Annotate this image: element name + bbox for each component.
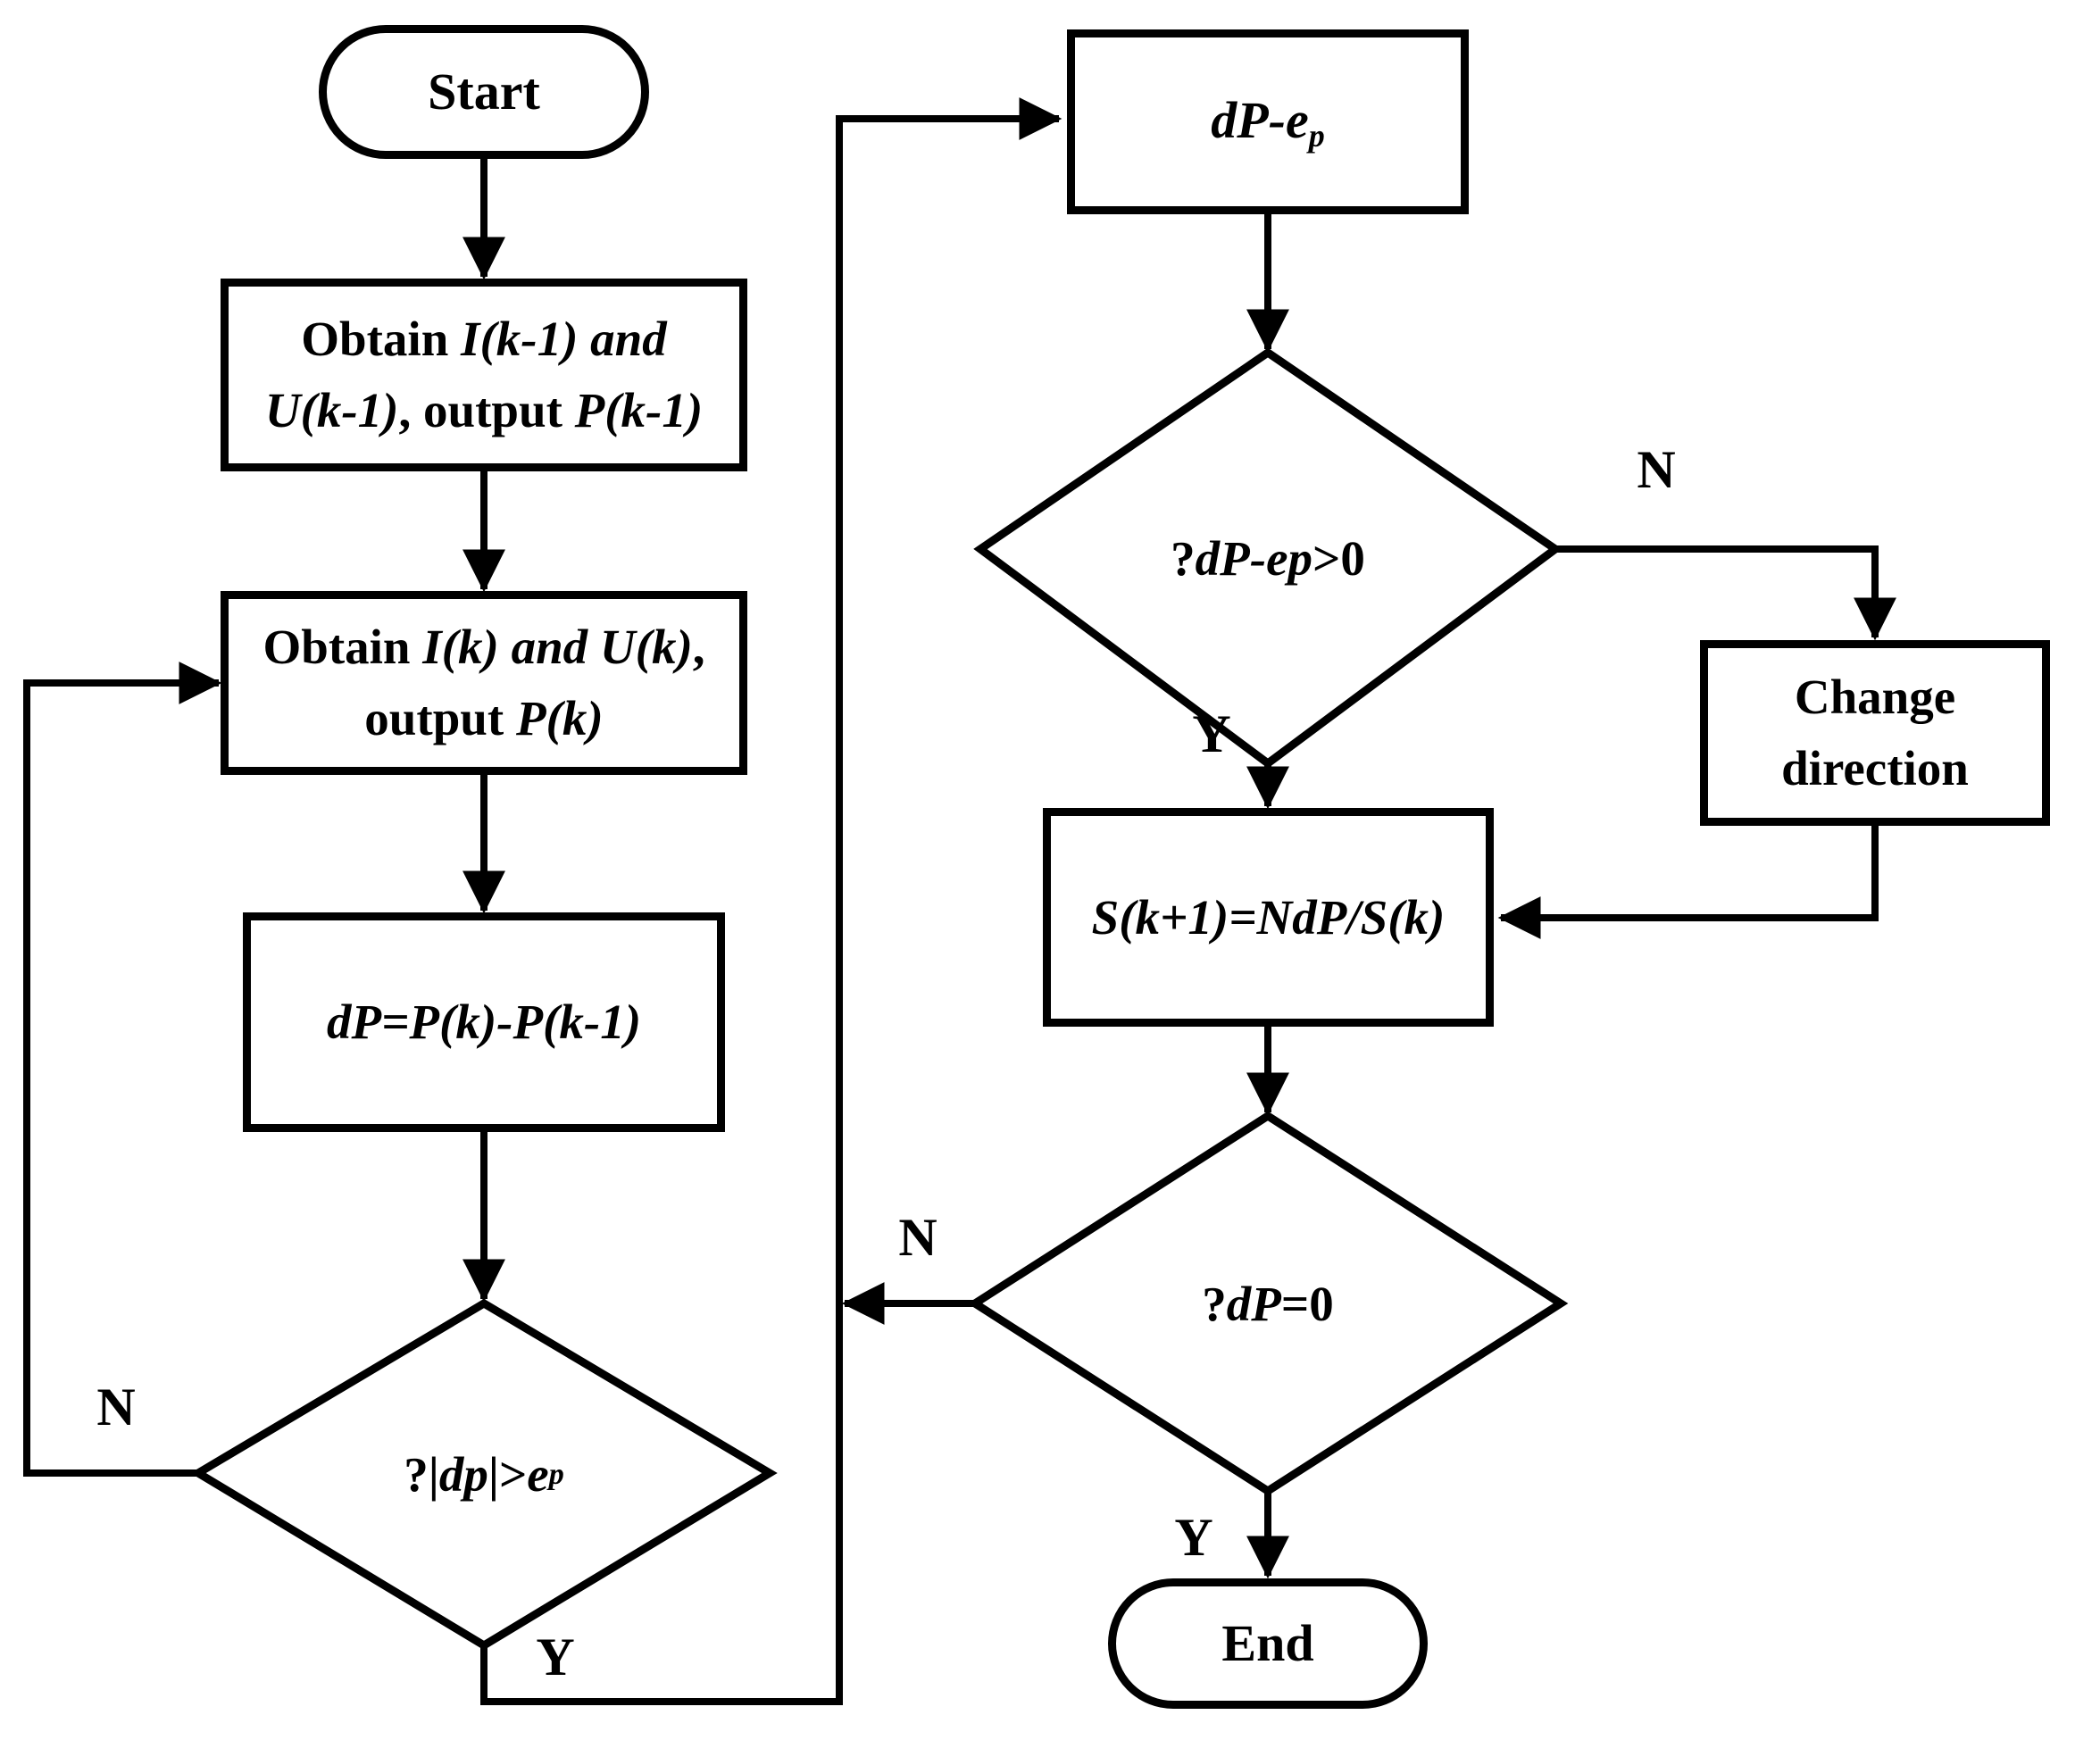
diamond1-yes-label: Y	[536, 1628, 575, 1686]
end-terminator: End	[1108, 1578, 1428, 1709]
end-label: End	[1221, 1614, 1314, 1673]
decision-dp-threshold	[190, 1298, 778, 1651]
process-obtain-current: Obtain I(k) and U(k), output P(k)	[221, 591, 747, 775]
process-obtain-prev-line1: Obtain I(k-1) and	[301, 312, 667, 367]
edge-diamond1-yes-feedback	[480, 97, 1062, 1705]
process-obtain-current-line2: output P(k)	[364, 691, 604, 745]
diamond1-no-label: N	[96, 1378, 136, 1436]
edge-change-direction-to-step-update	[1497, 826, 1879, 939]
process-obtain-current-line1: Obtain I(k) and U(k),	[262, 620, 705, 675]
diamond3-yes-label: Y	[1174, 1508, 1213, 1567]
edge-diamond2-no	[1555, 545, 1896, 641]
process-change-direction-line2: direction	[1781, 741, 1969, 795]
process-dp-calc: dP=P(k)-P(k-1)	[243, 912, 725, 1132]
process-obtain-prev: Obtain I(k-1) and U(k-1), output P(k-1)	[221, 279, 747, 471]
diamond2-yes-label: Y	[1192, 704, 1231, 763]
decision-dp-ep-positive	[973, 347, 1562, 769]
start-label: Start	[428, 62, 540, 121]
process-dp-calc-formula: dP=P(k)-P(k-1)	[326, 995, 642, 1050]
process-dp-minus-ep: dP-ep	[1067, 29, 1469, 214]
process-dp-minus-ep-formula: dP-ep	[1211, 91, 1325, 154]
diamond3-no-label: N	[898, 1208, 938, 1267]
edge-diamond1-no-loop	[23, 662, 222, 1477]
diamond2-no-label: N	[1637, 440, 1676, 499]
process-change-direction: Change direction	[1700, 640, 2050, 826]
process-step-update: S(k+1)=NdP/S(k)	[1043, 808, 1494, 1027]
process-obtain-prev-line2: U(k-1), output P(k-1)	[264, 383, 704, 437]
process-change-direction-line1: Change	[1794, 670, 1956, 725]
start-terminator: Start	[319, 25, 649, 159]
process-step-update-formula: S(k+1)=NdP/S(k)	[1091, 889, 1446, 945]
decision-dp-zero	[967, 1111, 1569, 1496]
